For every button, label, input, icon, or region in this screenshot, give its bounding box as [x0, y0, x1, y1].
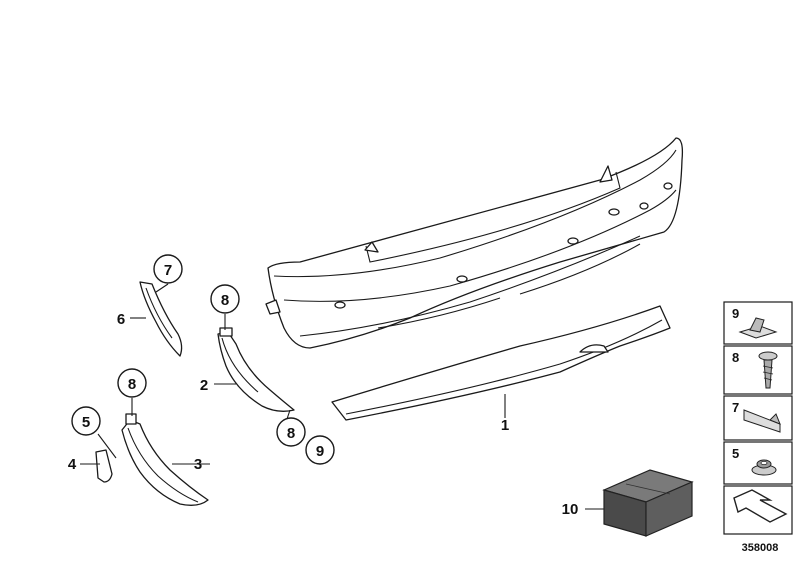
label-part-3: 3 [194, 456, 202, 473]
legend-number: 7 [732, 400, 739, 415]
screw-icon [758, 351, 778, 389]
callout-part-8-left: 8 [128, 376, 136, 393]
corner-trim-part-3 [121, 413, 209, 506]
legend-item-arrow [723, 485, 793, 535]
callout-part-5: 5 [82, 414, 90, 431]
callout-circles: 7 8 8 5 8 9 [71, 254, 335, 465]
callout-labels: 1 2 3 4 6 10 [68, 311, 579, 518]
legend-number: 9 [732, 306, 739, 321]
callout-part-8-upper: 8 [221, 292, 229, 309]
label-part-1: 1 [501, 417, 509, 434]
label-part-10: 10 [562, 501, 579, 518]
grommet-nut-icon [751, 459, 777, 476]
legend-number: 5 [732, 446, 739, 461]
label-part-2: 2 [200, 377, 208, 394]
label-part-6: 6 [117, 311, 125, 328]
rear-bumper-cover [265, 137, 684, 349]
diagram-id: 358008 [742, 542, 779, 554]
callout-part-9: 9 [316, 443, 324, 460]
hardware-legend: 9 8 7 [723, 301, 793, 535]
legend-item-clip-nut: 9 [723, 301, 793, 345]
legend-item-screw: 8 [723, 345, 793, 395]
leader-lines [80, 283, 604, 510]
label-part-4: 4 [68, 456, 77, 473]
side-trim-part-6 [139, 281, 183, 357]
lower-trim-strip [331, 305, 671, 421]
callout-part-8-right: 8 [287, 425, 295, 442]
legend-item-grommet-nut: 5 [723, 441, 793, 485]
clip-nut-icon [738, 317, 778, 339]
callout-part-7: 7 [164, 262, 172, 279]
bracket-icon [743, 409, 781, 433]
side-trim-part-2 [217, 327, 295, 412]
arrow-symbol-icon [733, 489, 788, 523]
adhesive-box-part-10 [602, 469, 694, 537]
legend-item-bracket: 7 [723, 395, 793, 441]
legend-number: 8 [732, 350, 739, 365]
small-bracket-part-4 [95, 449, 113, 483]
